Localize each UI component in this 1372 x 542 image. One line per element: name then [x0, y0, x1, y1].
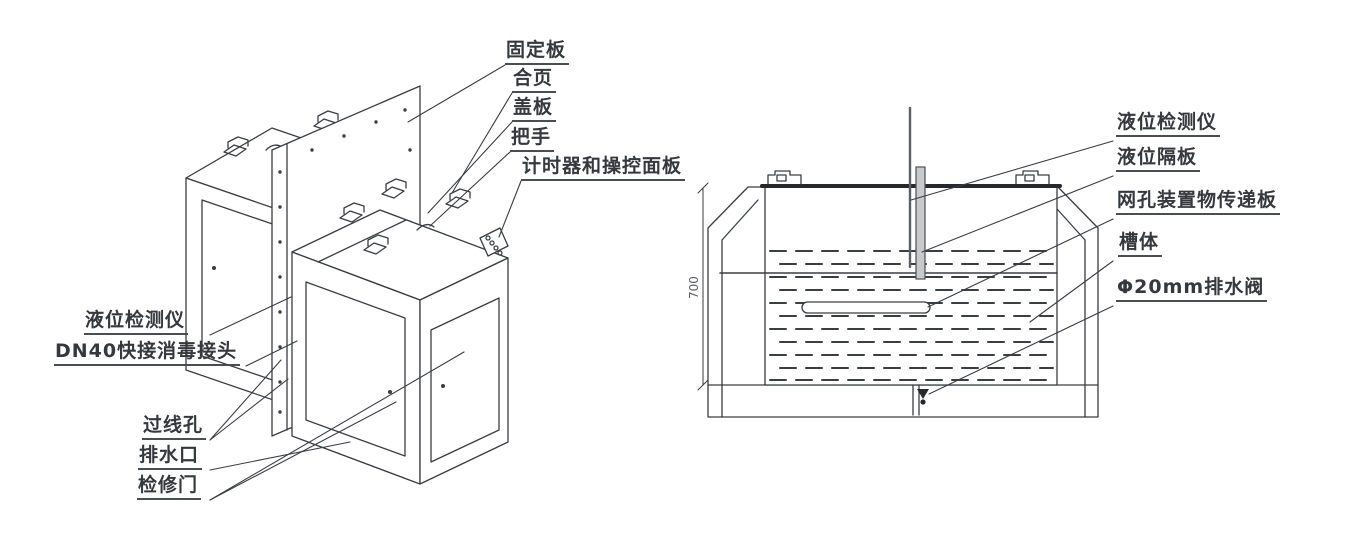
label-hinge: 合页 [512, 68, 557, 93]
section-lid-clamps [767, 170, 1050, 185]
dimension-700: 700 [687, 276, 701, 299]
label-dn40-connector: DN40快接消毒接头 [54, 341, 241, 366]
drain-valve [912, 384, 929, 416]
section-leader-lines [910, 140, 1114, 395]
height-dimension-line [697, 182, 709, 391]
label-level-detector-iso: 液位检测仪 [84, 310, 189, 335]
label-level-detector-section: 液位检测仪 [1116, 112, 1221, 137]
label-access-door: 检修门 [137, 475, 202, 500]
label-cable-hole: 过线孔 [142, 415, 207, 440]
level-detector-probe [908, 106, 926, 280]
mesh-transfer-plate [801, 301, 931, 314]
label-timer-control-panel: 计时器和操控面板 [521, 156, 686, 181]
label-level-partition: 液位隔板 [1116, 147, 1201, 172]
plate-holes [278, 108, 412, 414]
iso-front-box [291, 178, 509, 485]
lid-latches [339, 178, 471, 255]
label-drain-outlet: 排水口 [138, 445, 203, 470]
label-fixing-plate: 固定板 [505, 40, 570, 65]
label-drain-valve: Φ20mm排水阀 [1116, 277, 1268, 302]
label-mesh-transfer-plate: 网孔装置物传递板 [1116, 190, 1281, 215]
control-panel [479, 227, 509, 257]
label-cover-plate: 盖板 [512, 97, 557, 122]
iso-leader-lines [209, 64, 522, 501]
label-handle: 把手 [510, 127, 555, 152]
handle-icon [416, 223, 435, 231]
label-tank-body: 槽体 [1118, 232, 1163, 257]
